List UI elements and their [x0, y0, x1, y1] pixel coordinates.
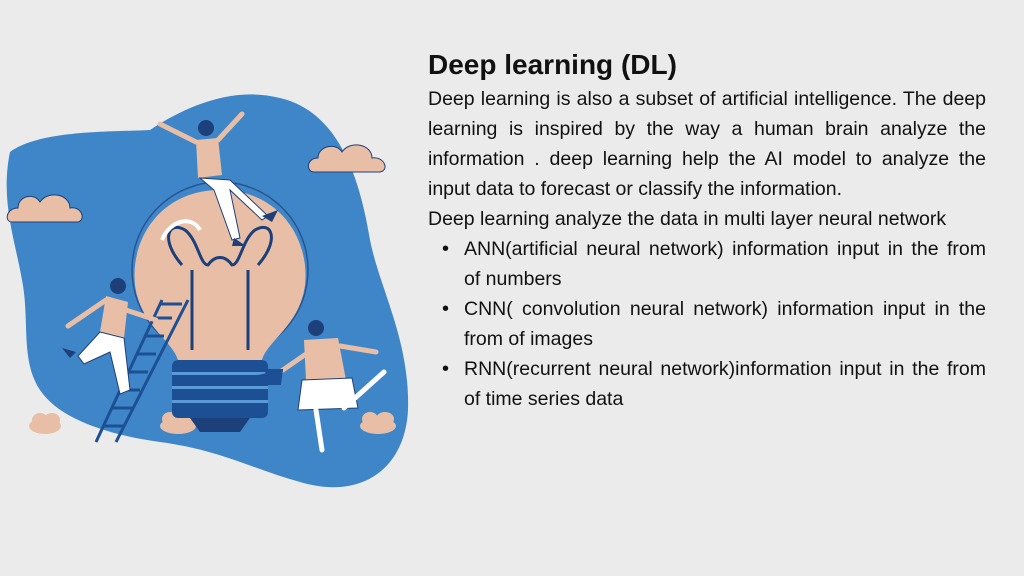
list-item: • CNN( convolution neural network) infor…: [428, 294, 986, 354]
bullet-text-rnn: RNN(recurrent neural network)information…: [464, 358, 986, 410]
person-watering-figure: [257, 320, 387, 453]
bullet-list: • ANN(artificial neural network) informa…: [428, 234, 986, 414]
list-item: • ANN(artificial neural network) informa…: [428, 234, 986, 294]
bullet-text-cnn: CNN( convolution neural network) informa…: [464, 298, 986, 350]
person-on-bulb-figure: [157, 111, 278, 246]
bush-icon: [29, 413, 61, 434]
slide-title: Deep learning (DL): [428, 49, 677, 80]
list-item: • RNN(recurrent neural network)informati…: [428, 354, 986, 414]
bullet-icon: •: [442, 358, 450, 380]
slide-content: Deep learning (DL) Deep learning is also…: [428, 46, 986, 414]
intro-paragraph: Deep learning is also a subset of artifi…: [428, 88, 986, 200]
lightbulb-icon: [131, 181, 309, 432]
cloud-icon: [6, 194, 83, 223]
bullet-icon: •: [442, 298, 450, 320]
bullet-text-ann: ANN(artificial neural network) informati…: [464, 238, 986, 290]
bush-icon: [360, 412, 396, 434]
second-paragraph: Deep learning analyze the data in multi …: [428, 208, 947, 230]
cloud-icon: [308, 144, 386, 173]
bullet-icon: •: [442, 238, 450, 260]
person-on-ladder-figure: [62, 278, 159, 395]
lightbulb-illustration: [6, 94, 409, 488]
